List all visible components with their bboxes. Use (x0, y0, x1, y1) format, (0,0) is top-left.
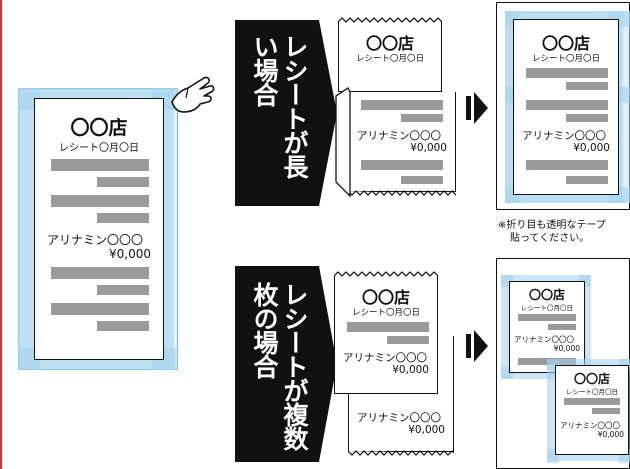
receipt-bar (401, 114, 443, 122)
receipt-bar (592, 408, 620, 414)
receipt-bar (401, 176, 443, 184)
arrow-right-icon (466, 330, 488, 362)
receipt-bar (51, 267, 149, 279)
receipt-bar (518, 314, 576, 321)
receipt-product: アリナミン〇〇〇 (357, 412, 441, 424)
receipt-bar (97, 285, 149, 295)
receipt-price: ¥0,000 (597, 430, 624, 439)
receipt-store-name: 〇〇店 (541, 34, 590, 53)
receipt-store-name: 〇〇店 (70, 117, 128, 139)
receipt-bar (361, 160, 443, 170)
receipt-store-name: 〇〇店 (365, 34, 414, 53)
folded-receipt-top: 〇〇店 レシート〇月〇日 (338, 17, 442, 92)
receipt-bar (97, 321, 149, 331)
fold-flap (335, 87, 351, 198)
receipt-bar (526, 160, 608, 170)
result-panel-long: 〇〇店 レシート〇月〇日 アリナミン〇〇〇 ¥0,000 (496, 2, 630, 210)
receipt-bar (51, 195, 149, 207)
receipt-bar (387, 336, 429, 344)
arrow-right-icon (466, 92, 488, 124)
receipt-bar (566, 114, 608, 122)
receipt-price: ¥0,000 (392, 364, 429, 376)
receipt-price: ¥0,000 (573, 142, 610, 154)
receipt-product: アリナミン〇〇〇 (357, 130, 441, 142)
receipt-date: レシート〇月〇日 (351, 308, 420, 318)
receipt-product: アリナミン〇〇〇 (560, 421, 620, 430)
receipt-taped-second: 〇〇店 レシート〇月〇日 アリナミン〇〇〇 ¥0,000 (555, 365, 629, 455)
receipt-date: レシート〇月〇日 (59, 143, 139, 154)
receipt-bar (564, 398, 620, 405)
banner-long-text: レシートが長い場合 (250, 34, 309, 178)
receipt-product: アリナミン〇〇〇 (514, 335, 574, 344)
receipt-bar (51, 159, 149, 171)
receipt-price: ¥0,000 (410, 142, 447, 154)
banner-multiple-receipts: レシートが複数枚の場合 (235, 266, 337, 462)
receipt-product: アリナミン〇〇〇 (47, 233, 144, 247)
receipt-date: レシート〇月〇日 (566, 388, 618, 396)
note-line-2: 貼ってください。 (510, 233, 590, 244)
receipt-bar (97, 177, 149, 187)
receipt-bar (566, 82, 608, 90)
receipt-taped-long: 〇〇店 レシート〇月〇日 アリナミン〇〇〇 ¥0,000 (513, 19, 619, 195)
receipt-product: アリナミン〇〇〇 (522, 130, 606, 142)
receipt-date: レシート〇月〇日 (531, 54, 600, 64)
result-panel-multiple: 〇〇店 レシート〇月〇日 アリナミン〇〇〇 ¥0,000 〇〇店 レシート〇月〇… (496, 258, 630, 469)
receipt-bar (566, 176, 608, 184)
receipt-bar (526, 68, 608, 78)
receipt-store-name: 〇〇店 (573, 372, 610, 386)
banner-long-receipt: レシートが長い場合 (235, 20, 337, 206)
receipt-date: レシート〇月〇日 (521, 304, 573, 312)
receipt-store-name: 〇〇店 (361, 288, 410, 307)
receipt-price: ¥0,000 (553, 344, 580, 353)
receipt-price: ¥0,000 (109, 247, 151, 261)
banner-multiple-text: レシートが複数枚の場合 (250, 282, 309, 450)
receipt-store-name: 〇〇店 (528, 288, 565, 302)
receipt-bar (548, 324, 576, 330)
folded-receipt-bottom: アリナミン〇〇〇 ¥0,000 (348, 92, 456, 196)
large-receipt: 〇〇店 レシート〇月〇日 アリナミン〇〇〇 ¥0,000 (34, 98, 164, 360)
receipt-bar (97, 213, 149, 223)
receipt-bar (347, 322, 429, 332)
receipt-bar (526, 100, 608, 110)
stacked-receipt-first: 〇〇店 レシート〇月〇日 アリナミン〇〇〇 ¥0,000 (334, 271, 438, 394)
receipt-price: ¥0,000 (408, 424, 445, 436)
receipt-date: レシート〇月〇日 (355, 54, 424, 64)
left-edge-line (0, 0, 2, 469)
receipt-bar (51, 303, 149, 315)
hand-icon (171, 76, 215, 113)
note-line-1: ※折り目も透明なテープ (498, 220, 606, 231)
receipt-bar (361, 100, 443, 110)
receipt-product: アリナミン〇〇〇 (343, 352, 427, 364)
